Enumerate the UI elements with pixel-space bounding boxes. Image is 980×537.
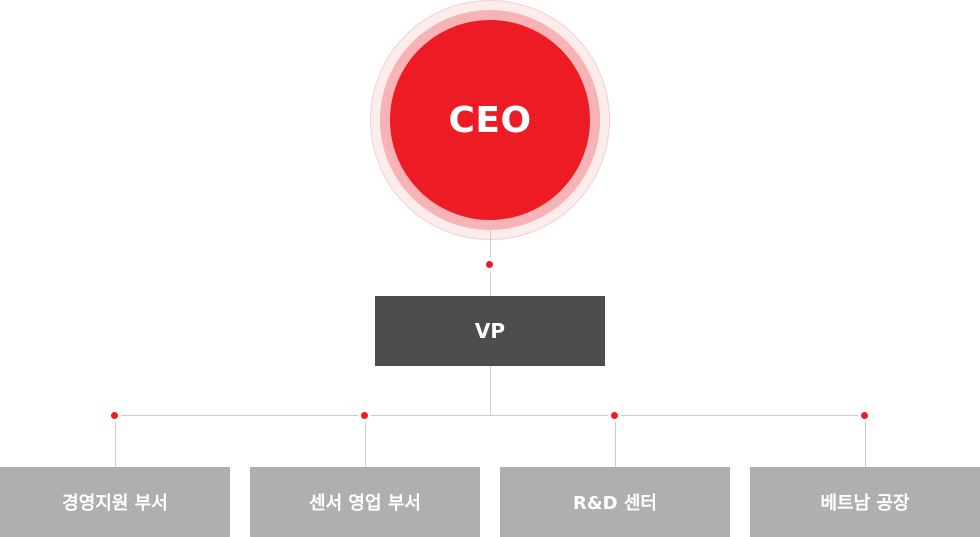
department-label: 센서 영업 부서 [309,493,421,514]
department-node-vietnam-factory: 베트남 공장 [750,467,980,537]
department-connector-dot-2 [358,409,371,422]
vp-label: VP [474,319,506,343]
department-drop-line-3 [615,416,616,467]
department-connector-dot-4 [858,409,871,422]
department-label: 경영지원 부서 [62,493,168,514]
department-bus-line [115,415,865,416]
vp-node: VP [375,296,605,366]
department-connector-dot-3 [608,409,621,422]
ceo-node: CEO [390,20,590,220]
department-drop-line-2 [365,416,366,467]
department-node-management-support: 경영지원 부서 [0,467,230,537]
department-node-sensor-sales: 센서 영업 부서 [250,467,480,537]
department-node-rnd-center: R&D 센터 [500,467,730,537]
department-drop-line-4 [865,416,866,467]
department-drop-line-1 [115,416,116,467]
ceo-vp-connector-dot [483,258,496,271]
department-label: R&D 센터 [573,493,657,514]
ceo-label: CEO [448,99,532,141]
department-connector-dot-1 [108,409,121,422]
department-label: 베트남 공장 [820,493,910,514]
vp-bus-connector [490,366,491,416]
